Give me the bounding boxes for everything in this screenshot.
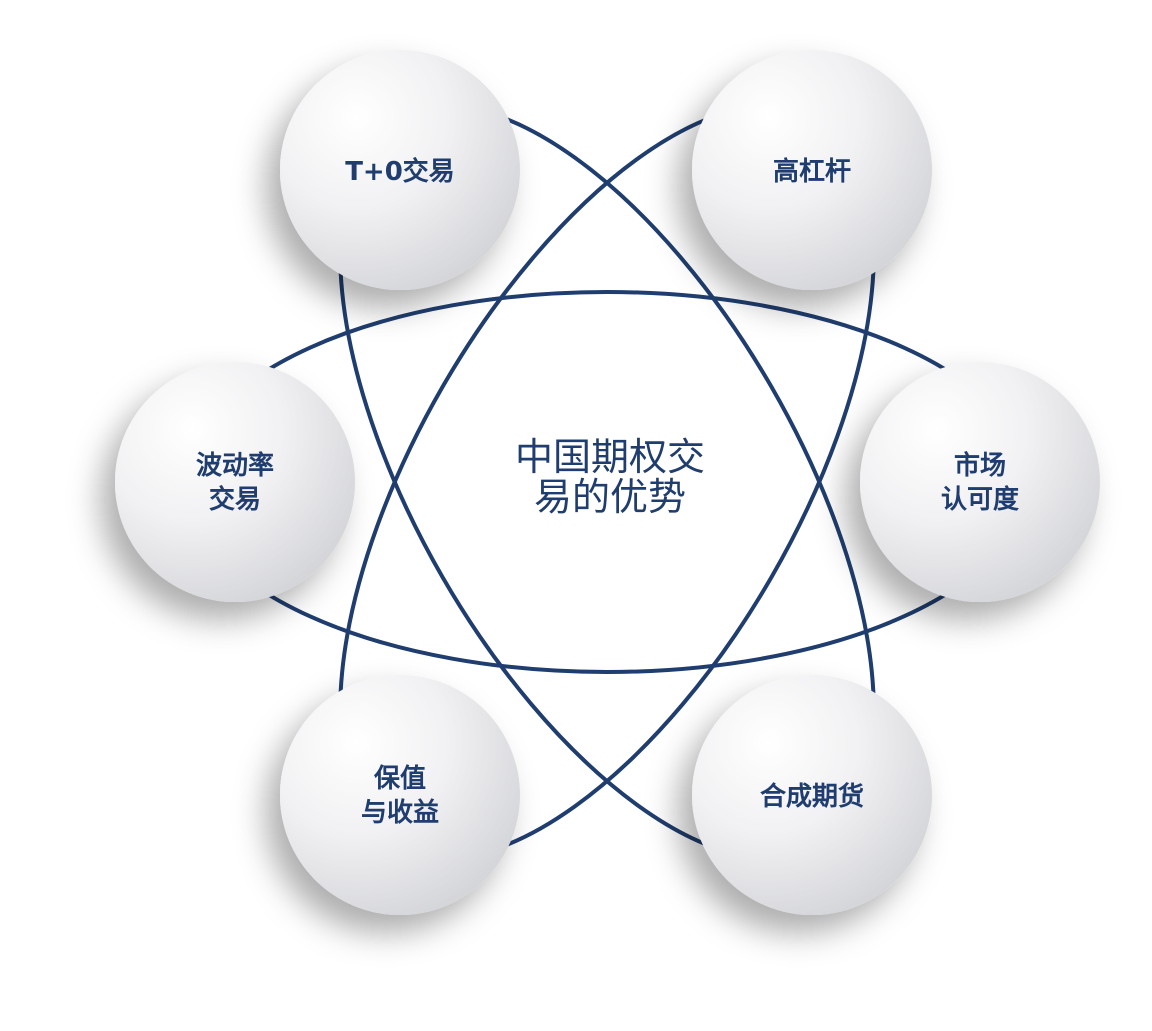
center-title-line-1: 中国期权交: [515, 435, 705, 479]
node-t0-trading: T+0交易: [280, 50, 520, 290]
node-label: 合成期货: [760, 781, 864, 812]
node-label: 高杠杆: [773, 156, 851, 187]
node-synthetic-futures: 合成期货: [692, 675, 932, 915]
node-hedge-and-return: 保值 与收益: [280, 675, 520, 915]
node-circle: [692, 50, 932, 290]
node-circle: [280, 675, 520, 915]
node-volatility-trading: 波动率 交易: [115, 362, 355, 602]
center-title: 中国期权交 易的优势: [515, 435, 705, 519]
node-label-line-2: 与收益: [361, 798, 439, 828]
node-circle: [860, 362, 1100, 602]
node-circle: [280, 50, 520, 290]
node-circle: [692, 675, 932, 915]
node-label-line-1: 波动率: [196, 450, 274, 481]
node-label-line-2: 交易: [209, 484, 261, 515]
node-label-line-1: 市场: [954, 450, 1006, 481]
node-label-line-1: 保值: [373, 764, 426, 794]
node-market-recognition: 市场 认可度: [860, 362, 1100, 602]
node-circle: [115, 362, 355, 602]
node-high-leverage: 高杠杆: [692, 50, 932, 290]
node-label: T+0交易: [345, 156, 455, 187]
node-label-line-2: 认可度: [941, 484, 1019, 515]
center-title-line-2: 易的优势: [534, 475, 686, 519]
